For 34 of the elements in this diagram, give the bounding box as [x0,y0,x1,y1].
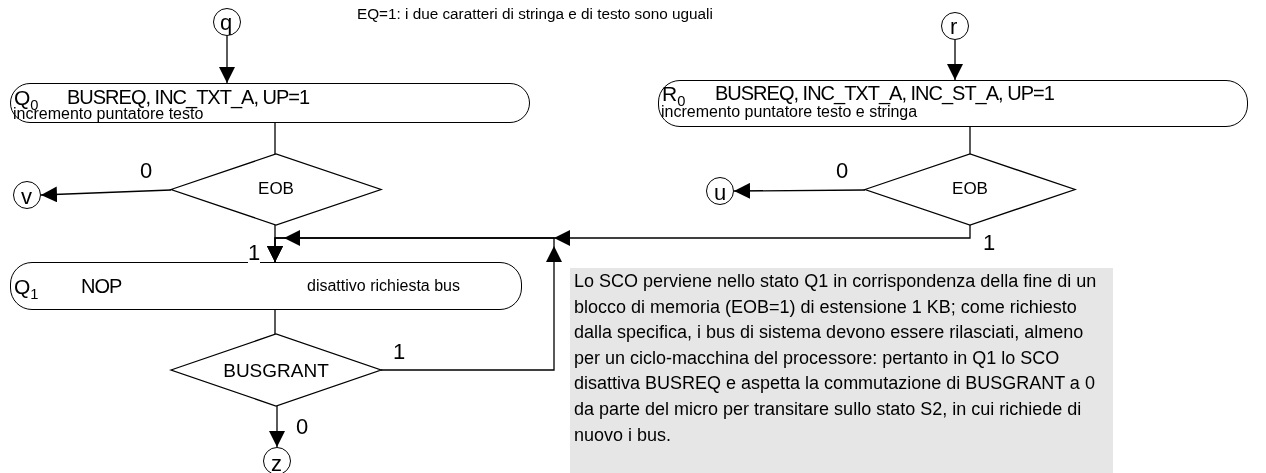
arrow [947,39,963,81]
state-actions: BUSREQ, INC_TXT_A, UP=1 [67,87,310,107]
note-text: Lo SCO perviene nello stato Q1 in corrispondenza della fine di un blocco di memoria (EOB=1) di estensione 1 KB; come richiesto dalla specifica, i bus di sistema devono essere rilasciati, almeno per un ciclo-macchina del processore: pertanto in Q1 lo SCO disattiva BUSREQ e aspetta la commutazione di BUSGRANT a 0 da parte del micro per transitare sullo stato S2, in cui richiede di nuovo i bus. [574,270,1098,447]
arrow [733,182,866,199]
state-box [658,80,1248,127]
condition-label: EOB [951,180,989,197]
connector-circle [941,12,969,40]
connector-circle [13,181,41,209]
arrow [40,186,172,203]
state-box [10,262,522,310]
note-text: EQ=1: i due caratteri di stringa e di testo sono uguali [357,6,713,22]
connector-circle [706,177,734,205]
connector-letter: u [714,182,727,204]
edge-label: 1 [248,242,261,264]
arrow [219,35,235,84]
condition-label: BUSGRANT [222,361,330,380]
connector-letter: q [220,12,233,34]
condition-label: EOB [257,180,295,197]
decision-diamond [171,154,381,225]
decision-diamond [171,334,381,406]
state-comment: disattivo richiesta bus [307,278,460,294]
arrow [267,224,971,263]
note-box [570,268,1113,473]
connector-letter: v [21,186,32,208]
connector-letter: z [271,453,282,473]
state-actions: BUSREQ, INC_TXT_A, INC_ST_A, UP=1 [715,83,1054,103]
decision-diamond [865,154,1075,225]
state-box [10,83,530,123]
connector-letter: r [950,16,958,38]
arrow [269,405,285,448]
state-actions: NOP [81,276,122,296]
state-name: Q$_{1}$ [14,276,39,302]
connector-circle [263,447,291,473]
connector-circle [213,8,241,36]
